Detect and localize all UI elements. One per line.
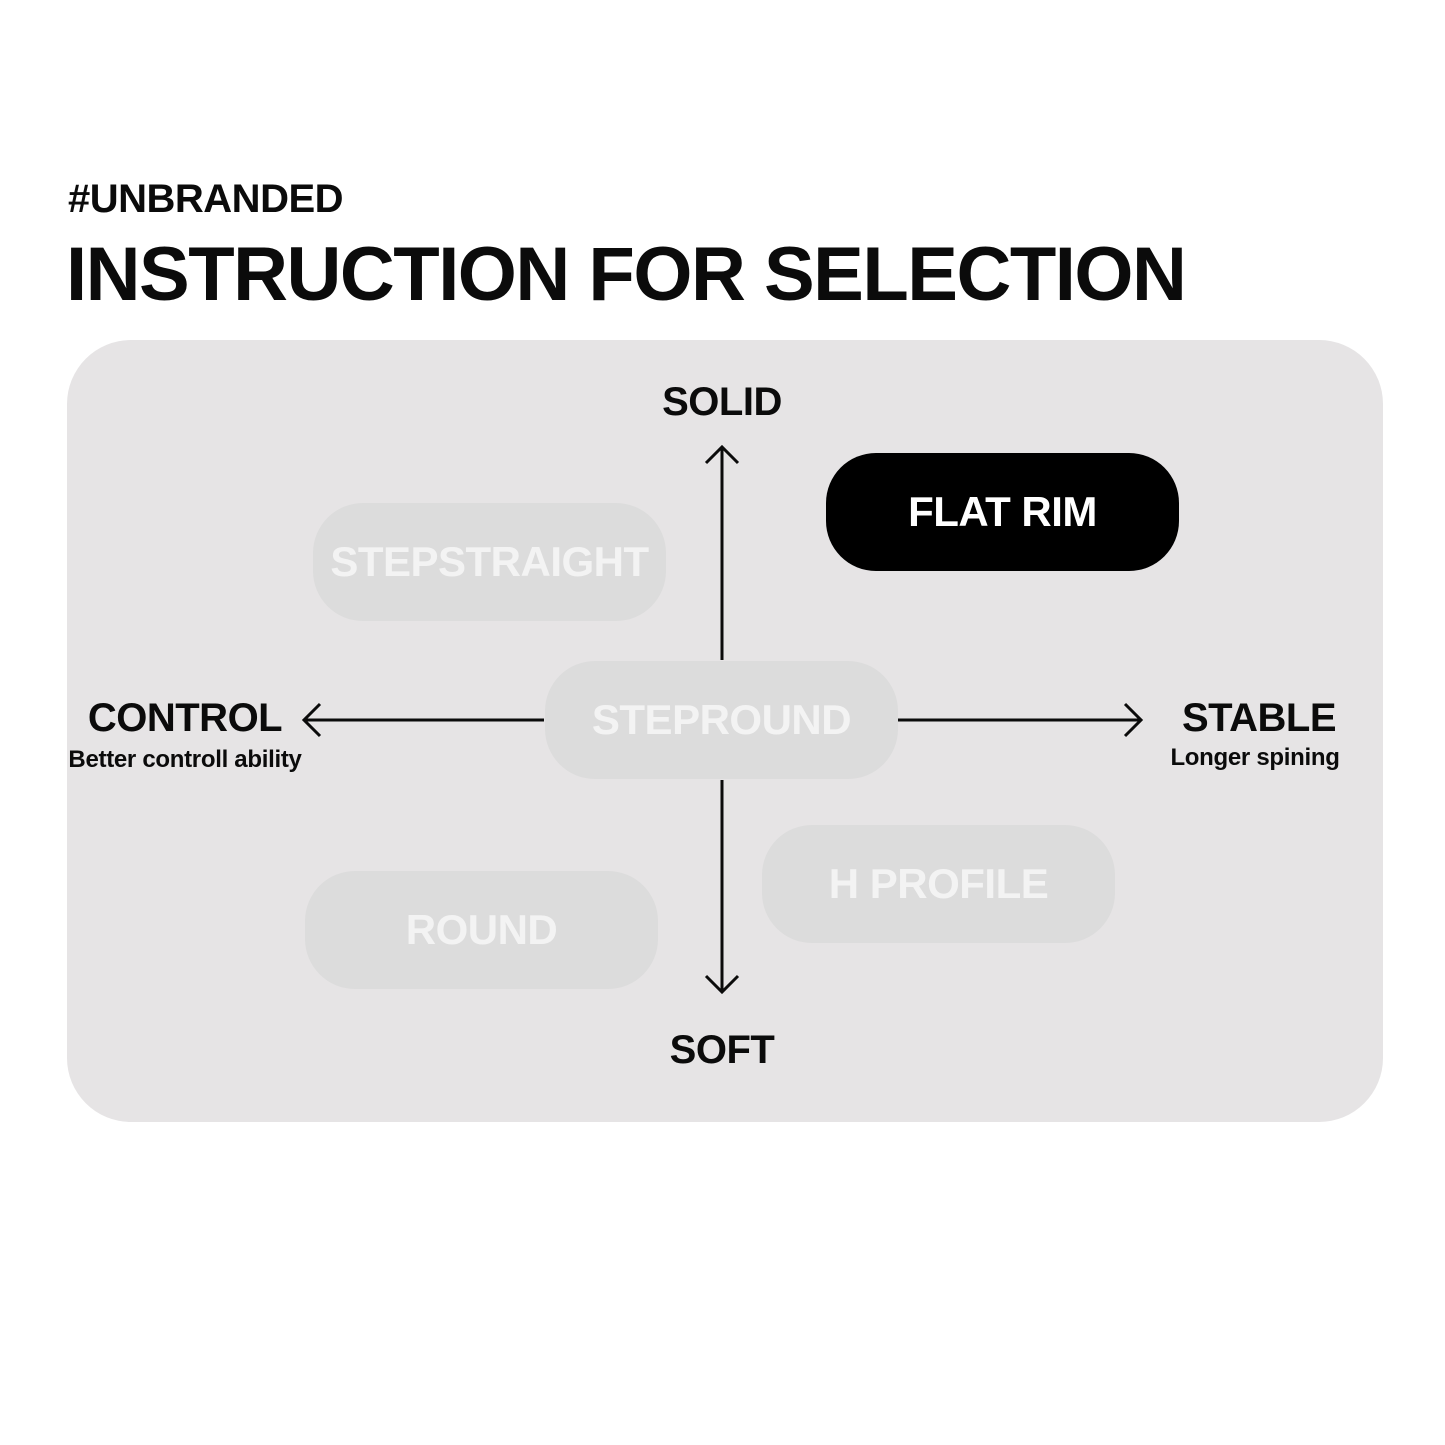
axis-label-left: CONTROL [87, 696, 283, 740]
option-label: STEPSTRAIGHT [330, 538, 649, 585]
option-round[interactable]: ROUND [305, 871, 658, 989]
axis-sublabel-left: Better controll ability [68, 746, 302, 773]
option-stepround[interactable]: STEPROUND [545, 661, 898, 779]
arrowhead-right-icon [1123, 702, 1144, 738]
option-label: H PROFILE [828, 860, 1049, 907]
arrowhead-down-icon [704, 974, 740, 995]
option-label: ROUND [405, 906, 558, 953]
axis-label-bottom: SOFT [669, 1028, 775, 1072]
option-h-profile[interactable]: H PROFILE [762, 825, 1115, 943]
arrowhead-up-icon [704, 444, 740, 465]
axis-sublabel-right: Longer spining [1170, 744, 1340, 771]
arrowhead-left-icon [301, 702, 322, 738]
option-flat-rim[interactable]: FLAT RIM [826, 453, 1179, 571]
option-label: STEPROUND [591, 696, 852, 743]
option-label: FLAT RIM [908, 488, 1097, 535]
option-stepstraight[interactable]: STEPSTRAIGHT [313, 503, 666, 621]
axis-label-right: STABLE [1181, 696, 1337, 740]
axis-label-top: SOLID [662, 380, 782, 424]
page-title: INSTRUCTION FOR SELECTION [66, 232, 1187, 317]
brand-tag: #UNBRANDED [68, 177, 344, 221]
